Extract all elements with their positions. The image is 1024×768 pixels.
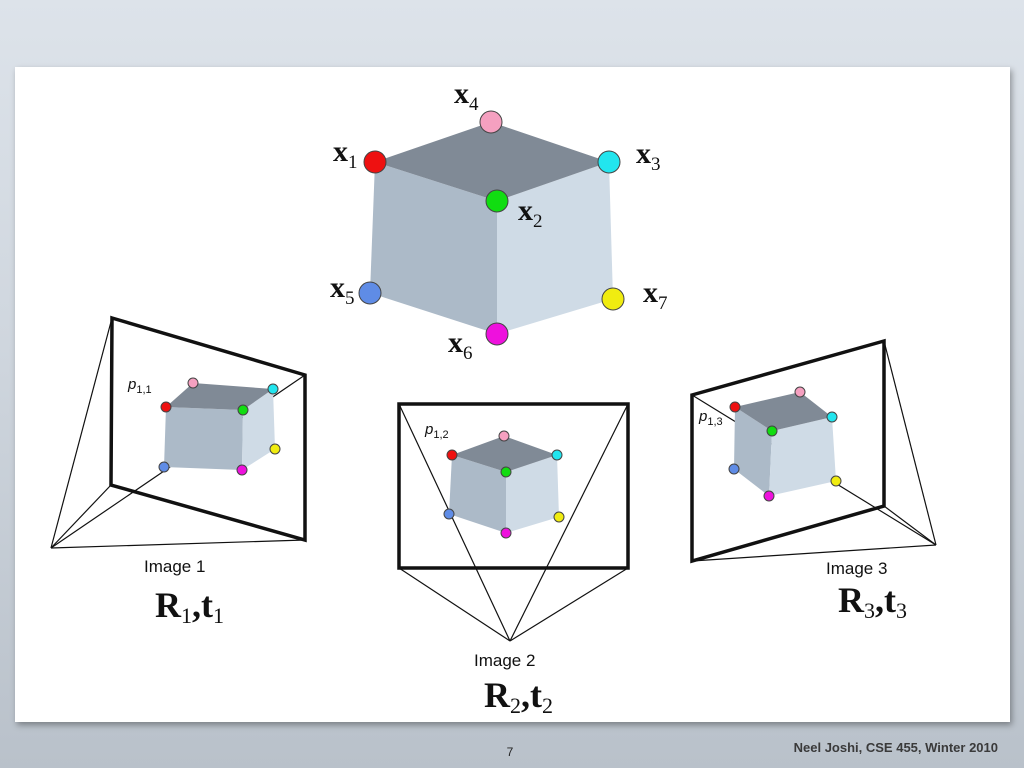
camera-2: p1,2 Image 2 R2,t2: [397, 402, 630, 718]
vertex-x1-marker: [160, 401, 172, 413]
vertex-x6-marker: [763, 490, 775, 502]
main-cube: x1 x2 x3 x4 x5 x6 x7: [330, 77, 668, 364]
vertex-x7-marker: [269, 443, 281, 455]
cube-top-face: [166, 383, 273, 410]
vertex-x7-marker: [553, 511, 565, 523]
vertex-x3-marker: [551, 449, 563, 461]
vertex-x3-marker: [597, 150, 621, 174]
camera-2-image-cube: [443, 430, 565, 539]
vertex-label-x7: x7: [643, 276, 668, 314]
vertex-label-x3: x3: [636, 137, 661, 175]
projection-label-p12: p1,2: [424, 421, 449, 441]
pose-label-3: R3,t3: [838, 580, 907, 623]
cube-left-face: [734, 407, 772, 496]
footer-credit: Neel Joshi, CSE 455, Winter 2010: [793, 740, 998, 755]
cube-top-face: [452, 436, 557, 472]
vertex-x4-marker: [794, 386, 806, 398]
vertex-x2-marker: [237, 404, 249, 416]
vertex-x4-marker: [498, 430, 510, 442]
camera-1-image-cube: [158, 377, 281, 476]
vertex-x5-marker: [158, 461, 170, 473]
vertex-x4-marker: [479, 110, 503, 134]
cube-right-face: [497, 162, 613, 334]
cube-left-face: [449, 455, 506, 533]
vertex-x2-marker: [485, 189, 509, 213]
image-label-3: Image 3: [826, 559, 887, 578]
vertex-x5-marker: [358, 281, 382, 305]
projection-label-p11: p1,1: [127, 376, 152, 396]
vertex-label-x1: x1: [333, 135, 358, 173]
vertex-x5-marker: [443, 508, 455, 520]
camera-3: p1,3 Image 3 R3,t3: [690, 338, 937, 623]
image-label-2: Image 2: [474, 651, 535, 670]
vertex-x3-marker: [267, 383, 279, 395]
image-label-1: Image 1: [144, 557, 205, 576]
vertex-x3-marker: [826, 411, 838, 423]
vertex-x2-marker: [766, 425, 778, 437]
image-plane-1: [109, 315, 307, 543]
vertex-x5-marker: [728, 463, 740, 475]
cube-left-face: [370, 162, 497, 334]
vertex-label-x6: x6: [448, 326, 473, 364]
vertex-x1-marker: [729, 401, 741, 413]
cube-top-face: [735, 392, 832, 431]
vertex-x7-marker: [601, 287, 625, 311]
vertex-label-x2: x2: [518, 194, 543, 232]
image-plane-3: [690, 338, 886, 564]
vertex-x7-marker: [830, 475, 842, 487]
cube-right-face: [769, 417, 836, 496]
vertex-label-x5: x5: [330, 271, 355, 309]
cube-right-face: [242, 389, 275, 470]
vertex-x6-marker: [500, 527, 512, 539]
vertex-x6-marker: [485, 322, 509, 346]
projection-label-p13: p1,3: [698, 408, 723, 428]
camera-1: p1,1 Image 1 R1,t1: [50, 315, 307, 628]
camera-2-frustum: [398, 403, 629, 642]
vertex-x1-marker: [363, 150, 387, 174]
vertex-label-x4: x4: [454, 77, 479, 115]
cube-right-face: [506, 455, 559, 533]
camera-3-image-cube: [728, 386, 842, 502]
vertex-x2-marker: [500, 466, 512, 478]
vertex-x4-marker: [187, 377, 199, 389]
page-number: 7: [506, 745, 514, 759]
pose-label-2: R2,t2: [484, 675, 553, 718]
cube-top-face: [375, 122, 609, 201]
vertex-x6-marker: [236, 464, 248, 476]
vertex-x1-marker: [446, 449, 458, 461]
image-plane-2: [397, 402, 630, 570]
cube-left-face: [164, 407, 243, 470]
pose-label-1: R1,t1: [155, 585, 224, 628]
